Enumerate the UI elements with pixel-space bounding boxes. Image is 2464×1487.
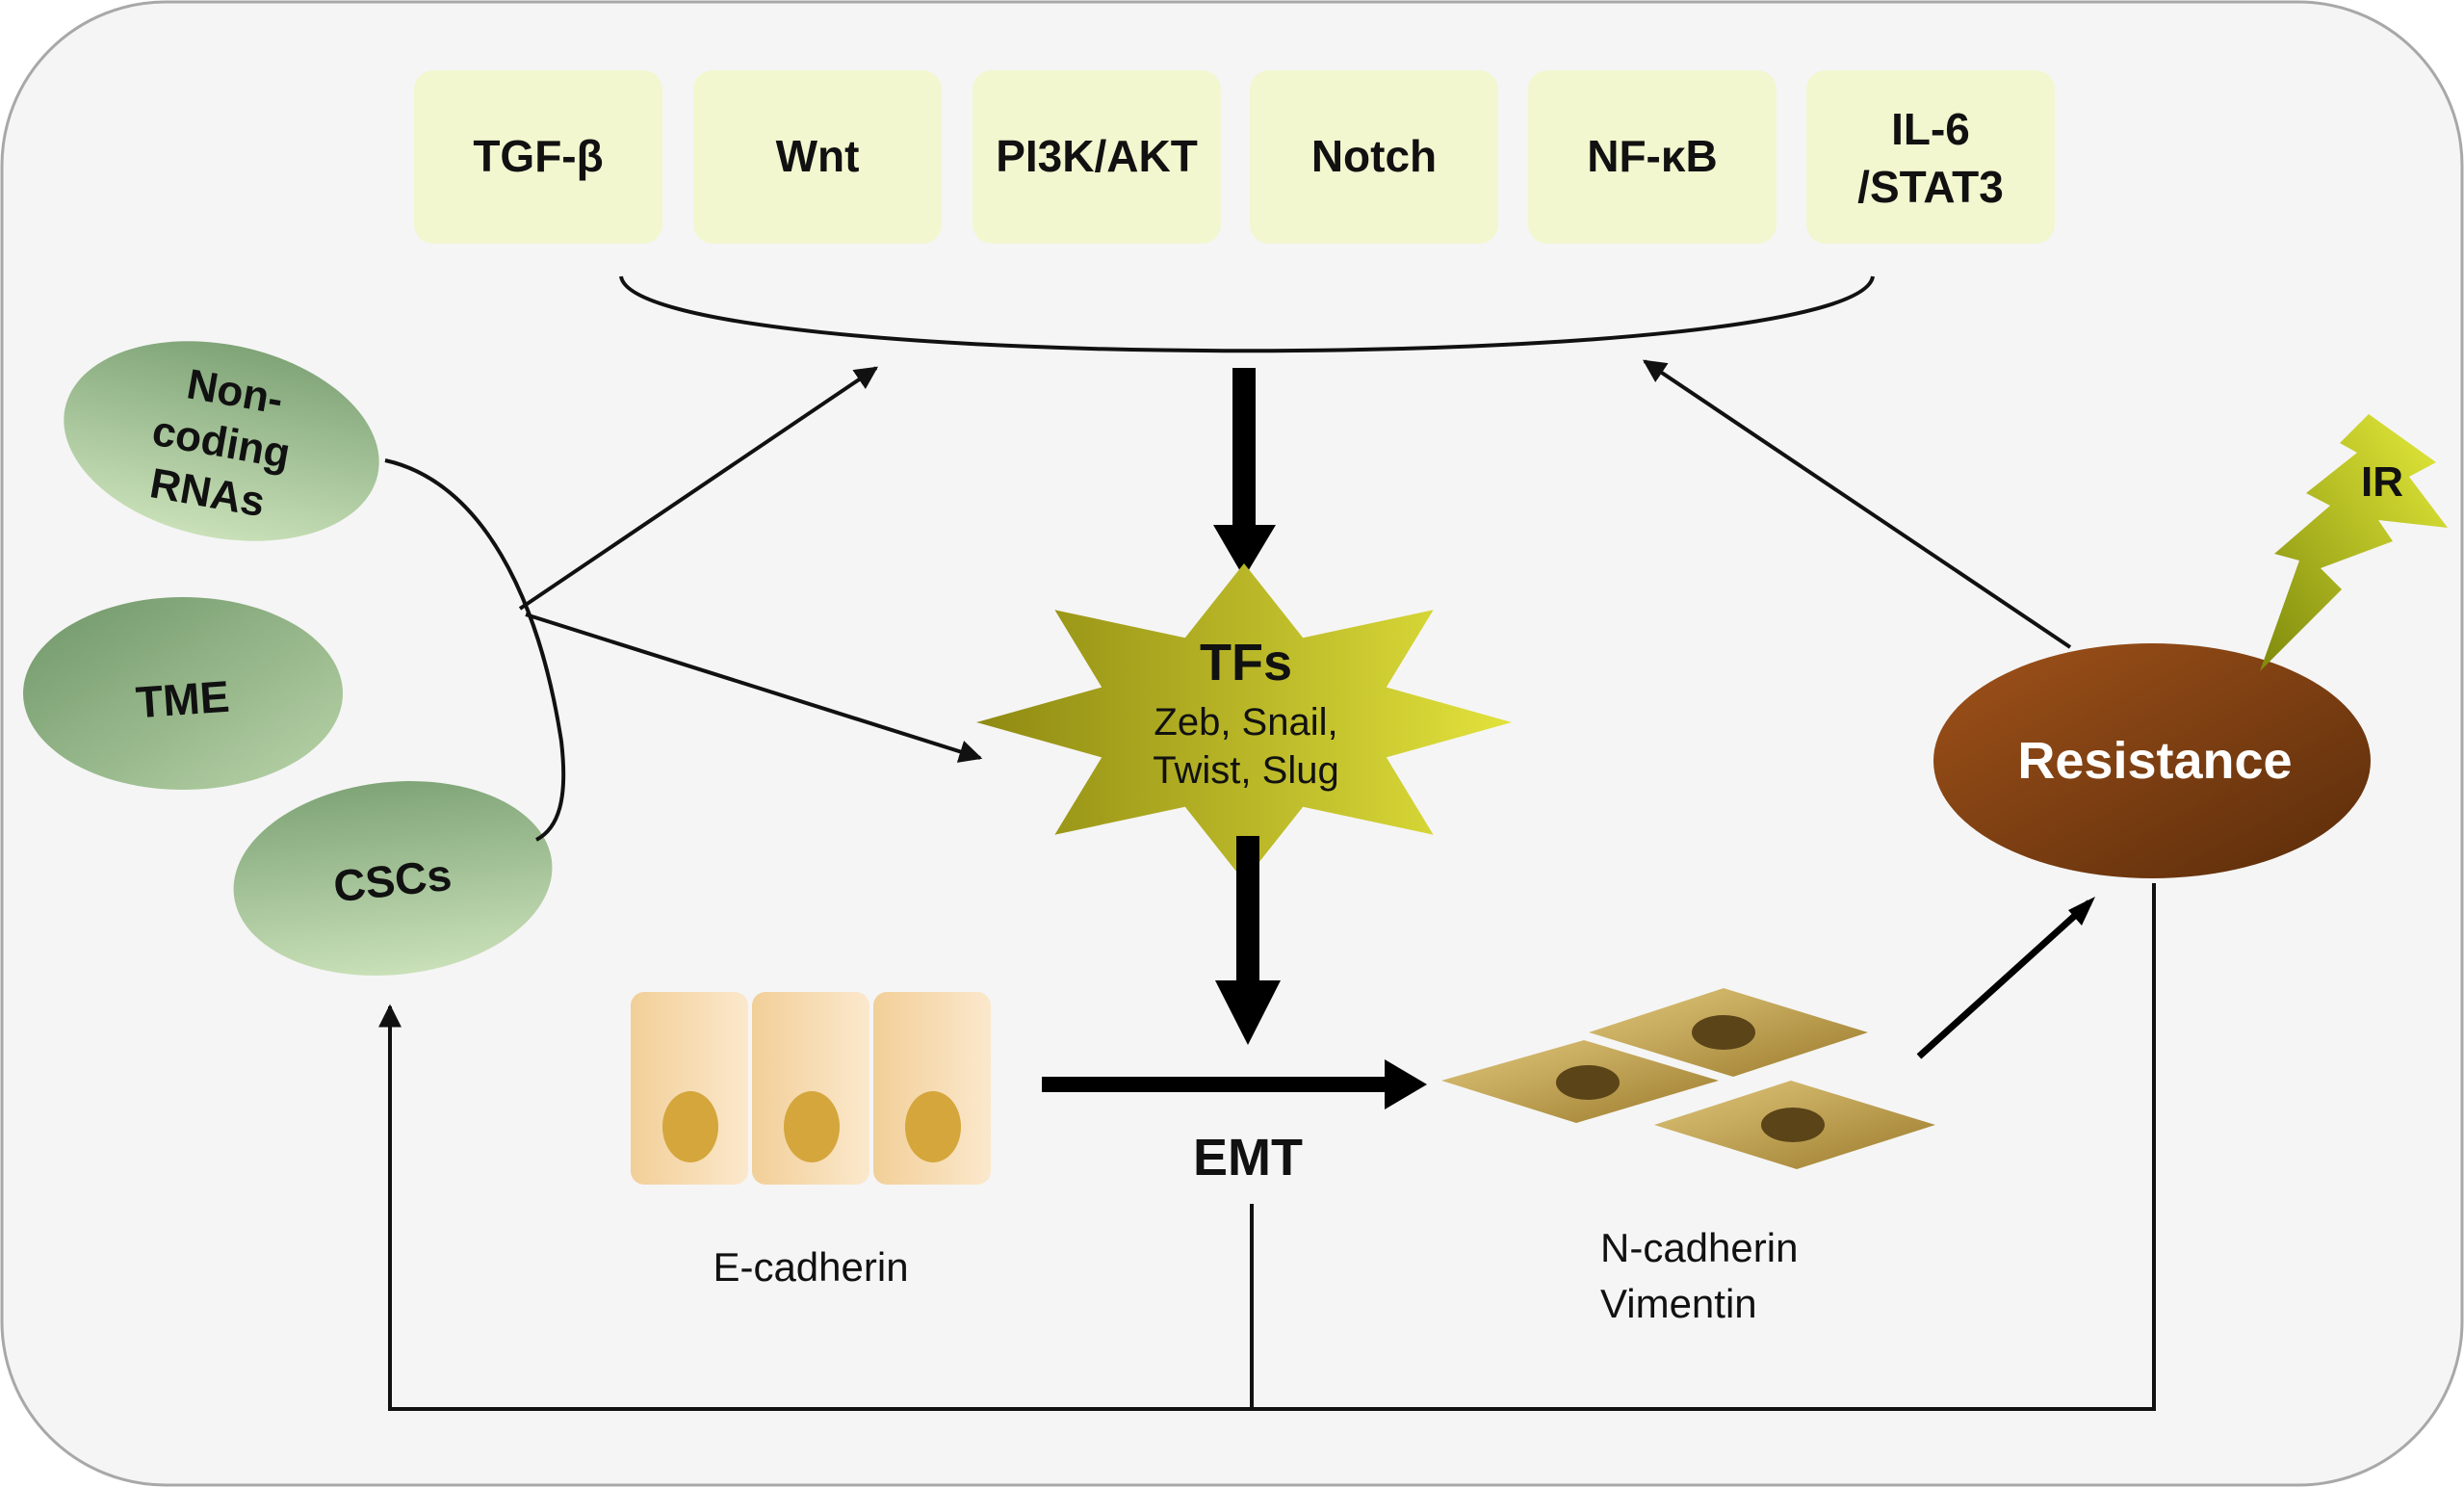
- pathway-box-pi3k-akt: PI3K/AKT: [973, 70, 1221, 244]
- epithelial-cells: [631, 992, 991, 1185]
- tfs-to-emt-arrow: [1215, 836, 1281, 1045]
- pathways-to-tfs-arrow: [1213, 368, 1276, 578]
- tfs-title: TFs: [1200, 634, 1292, 691]
- resistance-ellipse: Resistance: [1933, 643, 2371, 878]
- pathway-label-tgfb: TGF-β: [473, 131, 603, 181]
- resistance-to-pathways-arrow: [1643, 359, 2072, 649]
- modulator-bracket: [384, 458, 566, 842]
- pathway-box-wnt: Wnt: [693, 70, 942, 244]
- cscs-ellipse: CSCs: [233, 781, 553, 976]
- feedback-loop-to-cscs: [378, 883, 2156, 1411]
- pathway-box-nfkb: NF-κB: [1528, 70, 1777, 244]
- tfs-star: TFs Zeb, Snail, Twist, Slug: [976, 563, 1512, 881]
- modulators-to-pathways-arrow: [518, 366, 878, 611]
- pathway-box-il6-stat3: IL-6 /STAT3: [1806, 70, 2055, 244]
- pathway-box-notch: Notch: [1250, 70, 1498, 244]
- n-cadherin-label: N-cadherin: [1600, 1225, 1798, 1270]
- tfs-line1: Zeb, Snail,: [1154, 701, 1337, 744]
- modulators-to-tfs-arrow: [525, 613, 983, 763]
- cscs-label: CSCs: [331, 849, 454, 912]
- pathway-convergence-curve: [619, 275, 1875, 353]
- emt-label: EMT: [1193, 1129, 1303, 1187]
- mesenchymal-to-resistance-arrowhead: [2068, 897, 2095, 926]
- resistance-label: Resistance: [2017, 732, 2292, 790]
- tme-ellipse: TME: [23, 597, 343, 790]
- pathway-label-pi3k-akt: PI3K/AKT: [996, 131, 1198, 181]
- pathway-label-nfkb: NF-κB: [1587, 131, 1718, 181]
- mesenchymal-cells: [1441, 988, 1935, 1169]
- pathway-label-stat3: /STAT3: [1857, 162, 2004, 212]
- mesenchymal-to-resistance-arrow: [1916, 900, 2092, 1059]
- tme-label: TME: [134, 671, 231, 728]
- tfs-line2: Twist, Slug: [1153, 749, 1338, 792]
- vimentin-label: Vimentin: [1600, 1281, 1757, 1326]
- emt-arrow: [1042, 1059, 1427, 1109]
- pathway-label-notch: Notch: [1311, 131, 1437, 181]
- pathway-label-il6: IL-6: [1891, 104, 1970, 154]
- pathway-label-wnt: Wnt: [776, 131, 860, 181]
- e-cadherin-label: E-cadherin: [713, 1244, 908, 1290]
- ncrna-ellipse: Non- coding RNAs: [64, 341, 379, 541]
- ir-label: IR: [2361, 458, 2403, 506]
- ir-lightning-icon: IR: [2260, 414, 2448, 671]
- pathway-box-tgfb: TGF-β: [414, 70, 662, 244]
